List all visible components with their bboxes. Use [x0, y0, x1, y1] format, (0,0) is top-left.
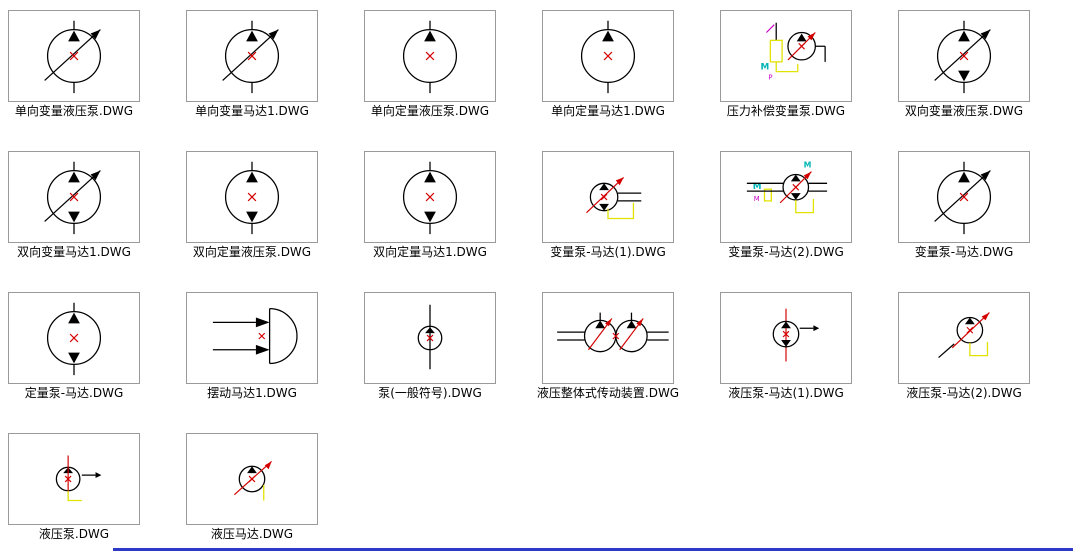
file-name-label[interactable]: 摆动马达1.DWG [207, 386, 297, 400]
thumbnail-canvas[interactable] [186, 292, 318, 384]
file-thumbnail[interactable]: 变量泵-马达(2).DWG [720, 151, 852, 260]
pressure-compensated-variable-pump-icon [721, 11, 851, 101]
file-name-label[interactable]: 液压泵.DWG [38, 527, 110, 541]
thumbnail-canvas[interactable] [542, 10, 674, 102]
file-thumbnail[interactable]: 变量泵-马达.DWG [898, 151, 1030, 260]
file-name-label[interactable]: 液压泵-马达(1).DWG [728, 386, 844, 400]
variable-pump-motor-icon [899, 152, 1029, 242]
one-way-variable-motor-icon [187, 11, 317, 101]
file-name-label[interactable]: 泵(一般符号).DWG [378, 386, 482, 400]
file-name-label[interactable]: 液压整体式传动装置.DWG [536, 386, 680, 400]
thumbnail-canvas[interactable] [186, 151, 318, 243]
thumbnail-canvas[interactable] [8, 151, 140, 243]
two-way-fixed-pump-icon [187, 152, 317, 242]
file-thumbnail[interactable]: 液压马达.DWG [186, 433, 318, 542]
hydraulic-pump-motor-2-icon [899, 293, 1029, 383]
thumbnail-canvas[interactable] [720, 292, 852, 384]
hydraulic-pump-motor-1-icon [721, 293, 851, 383]
thumbnail-row: 定量泵-马达.DWG 摆动马达1.DWG 泵(一般符号).DWG 液压整体式传动… [8, 292, 1073, 401]
thumbnail-canvas[interactable] [364, 292, 496, 384]
file-name-label[interactable]: 压力补偿变量泵.DWG [726, 104, 846, 118]
file-name-label[interactable]: 双向定量马达1.DWG [373, 245, 487, 259]
two-way-variable-motor-icon [9, 152, 139, 242]
file-thumbnail[interactable]: 单向定量液压泵.DWG [364, 10, 496, 119]
file-thumbnail[interactable]: 单向变量马达1.DWG [186, 10, 318, 119]
variable-pump-motor-2-icon [721, 152, 851, 242]
file-thumbnail[interactable]: 压力补偿变量泵.DWG [720, 10, 852, 119]
file-name-label[interactable]: 双向变量马达1.DWG [17, 245, 131, 259]
file-thumbnail[interactable]: 变量泵-马达(1).DWG [542, 151, 674, 260]
one-way-fixed-motor-icon [543, 11, 673, 101]
integral-hydraulic-transmission-icon [543, 293, 673, 383]
thumbnail-canvas[interactable] [720, 10, 852, 102]
file-thumbnail[interactable]: 液压泵-马达(1).DWG [720, 292, 852, 401]
file-name-label[interactable]: 单向定量马达1.DWG [551, 104, 665, 118]
thumbnail-canvas[interactable] [186, 433, 318, 525]
file-name-label[interactable]: 单向变量马达1.DWG [195, 104, 309, 118]
thumbnail-canvas[interactable] [364, 10, 496, 102]
thumbnail-canvas[interactable] [8, 10, 140, 102]
file-name-label[interactable]: 变量泵-马达(1).DWG [550, 245, 666, 259]
thumbnail-canvas[interactable] [898, 292, 1030, 384]
two-way-fixed-motor-icon [365, 152, 495, 242]
two-way-variable-pump-icon [899, 11, 1029, 101]
file-name-label[interactable]: 变量泵-马达.DWG [914, 245, 1014, 259]
thumbnail-canvas[interactable] [8, 433, 140, 525]
thumbnail-row: 单向变量液压泵.DWG 单向变量马达1.DWG 单向定量液压泵.DWG 单向定量… [8, 10, 1073, 119]
one-way-variable-pump-icon [9, 11, 139, 101]
file-thumbnail[interactable]: 双向变量马达1.DWG [8, 151, 140, 260]
file-thumbnail[interactable]: 双向定量马达1.DWG [364, 151, 496, 260]
thumbnail-row: 双向变量马达1.DWG 双向定量液压泵.DWG 双向定量马达1.DWG 变量泵-… [8, 151, 1073, 260]
file-name-label[interactable]: 液压泵-马达(2).DWG [906, 386, 1022, 400]
file-thumbnail[interactable]: 双向变量液压泵.DWG [898, 10, 1030, 119]
fixed-pump-motor-icon [9, 293, 139, 383]
file-name-label[interactable]: 单向定量液压泵.DWG [370, 104, 490, 118]
file-name-label[interactable]: 双向定量液压泵.DWG [192, 245, 312, 259]
thumbnail-row: 液压泵.DWG 液压马达.DWG [8, 433, 1073, 542]
file-thumbnail[interactable]: 液压泵-马达(2).DWG [898, 292, 1030, 401]
file-thumbnail[interactable]: 定量泵-马达.DWG [8, 292, 140, 401]
file-thumbnail[interactable]: 液压整体式传动装置.DWG [537, 292, 679, 401]
thumbnail-canvas[interactable] [898, 10, 1030, 102]
one-way-fixed-pump-icon [365, 11, 495, 101]
window-bottom-edge [113, 548, 1073, 551]
variable-pump-motor-1-icon [543, 152, 673, 242]
file-name-label[interactable]: 单向变量液压泵.DWG [14, 104, 134, 118]
file-thumbnail[interactable]: 摆动马达1.DWG [186, 292, 318, 401]
file-thumbnail[interactable]: 液压泵.DWG [8, 433, 140, 542]
hydraulic-pump-icon [9, 434, 139, 524]
file-name-label[interactable]: 定量泵-马达.DWG [24, 386, 124, 400]
thumbnail-canvas[interactable] [186, 10, 318, 102]
swing-motor-icon [187, 293, 317, 383]
file-thumbnail[interactable]: 泵(一般符号).DWG [364, 292, 496, 401]
file-thumbnail[interactable]: 单向变量液压泵.DWG [8, 10, 140, 119]
file-name-label[interactable]: 液压马达.DWG [210, 527, 294, 541]
hydraulic-motor-icon [187, 434, 317, 524]
file-thumbnail[interactable]: 单向定量马达1.DWG [542, 10, 674, 119]
thumbnail-canvas[interactable] [898, 151, 1030, 243]
thumbnail-grid: 单向变量液压泵.DWG 单向变量马达1.DWG 单向定量液压泵.DWG 单向定量… [8, 10, 1073, 542]
file-name-label[interactable]: 变量泵-马达(2).DWG [728, 245, 844, 259]
thumbnail-canvas[interactable] [364, 151, 496, 243]
file-name-label[interactable]: 双向变量液压泵.DWG [904, 104, 1024, 118]
thumbnail-canvas[interactable] [720, 151, 852, 243]
thumbnail-canvas[interactable] [8, 292, 140, 384]
file-thumbnail[interactable]: 双向定量液压泵.DWG [186, 151, 318, 260]
thumbnail-canvas[interactable] [542, 292, 674, 384]
pump-general-symbol-icon [365, 293, 495, 383]
thumbnail-canvas[interactable] [542, 151, 674, 243]
